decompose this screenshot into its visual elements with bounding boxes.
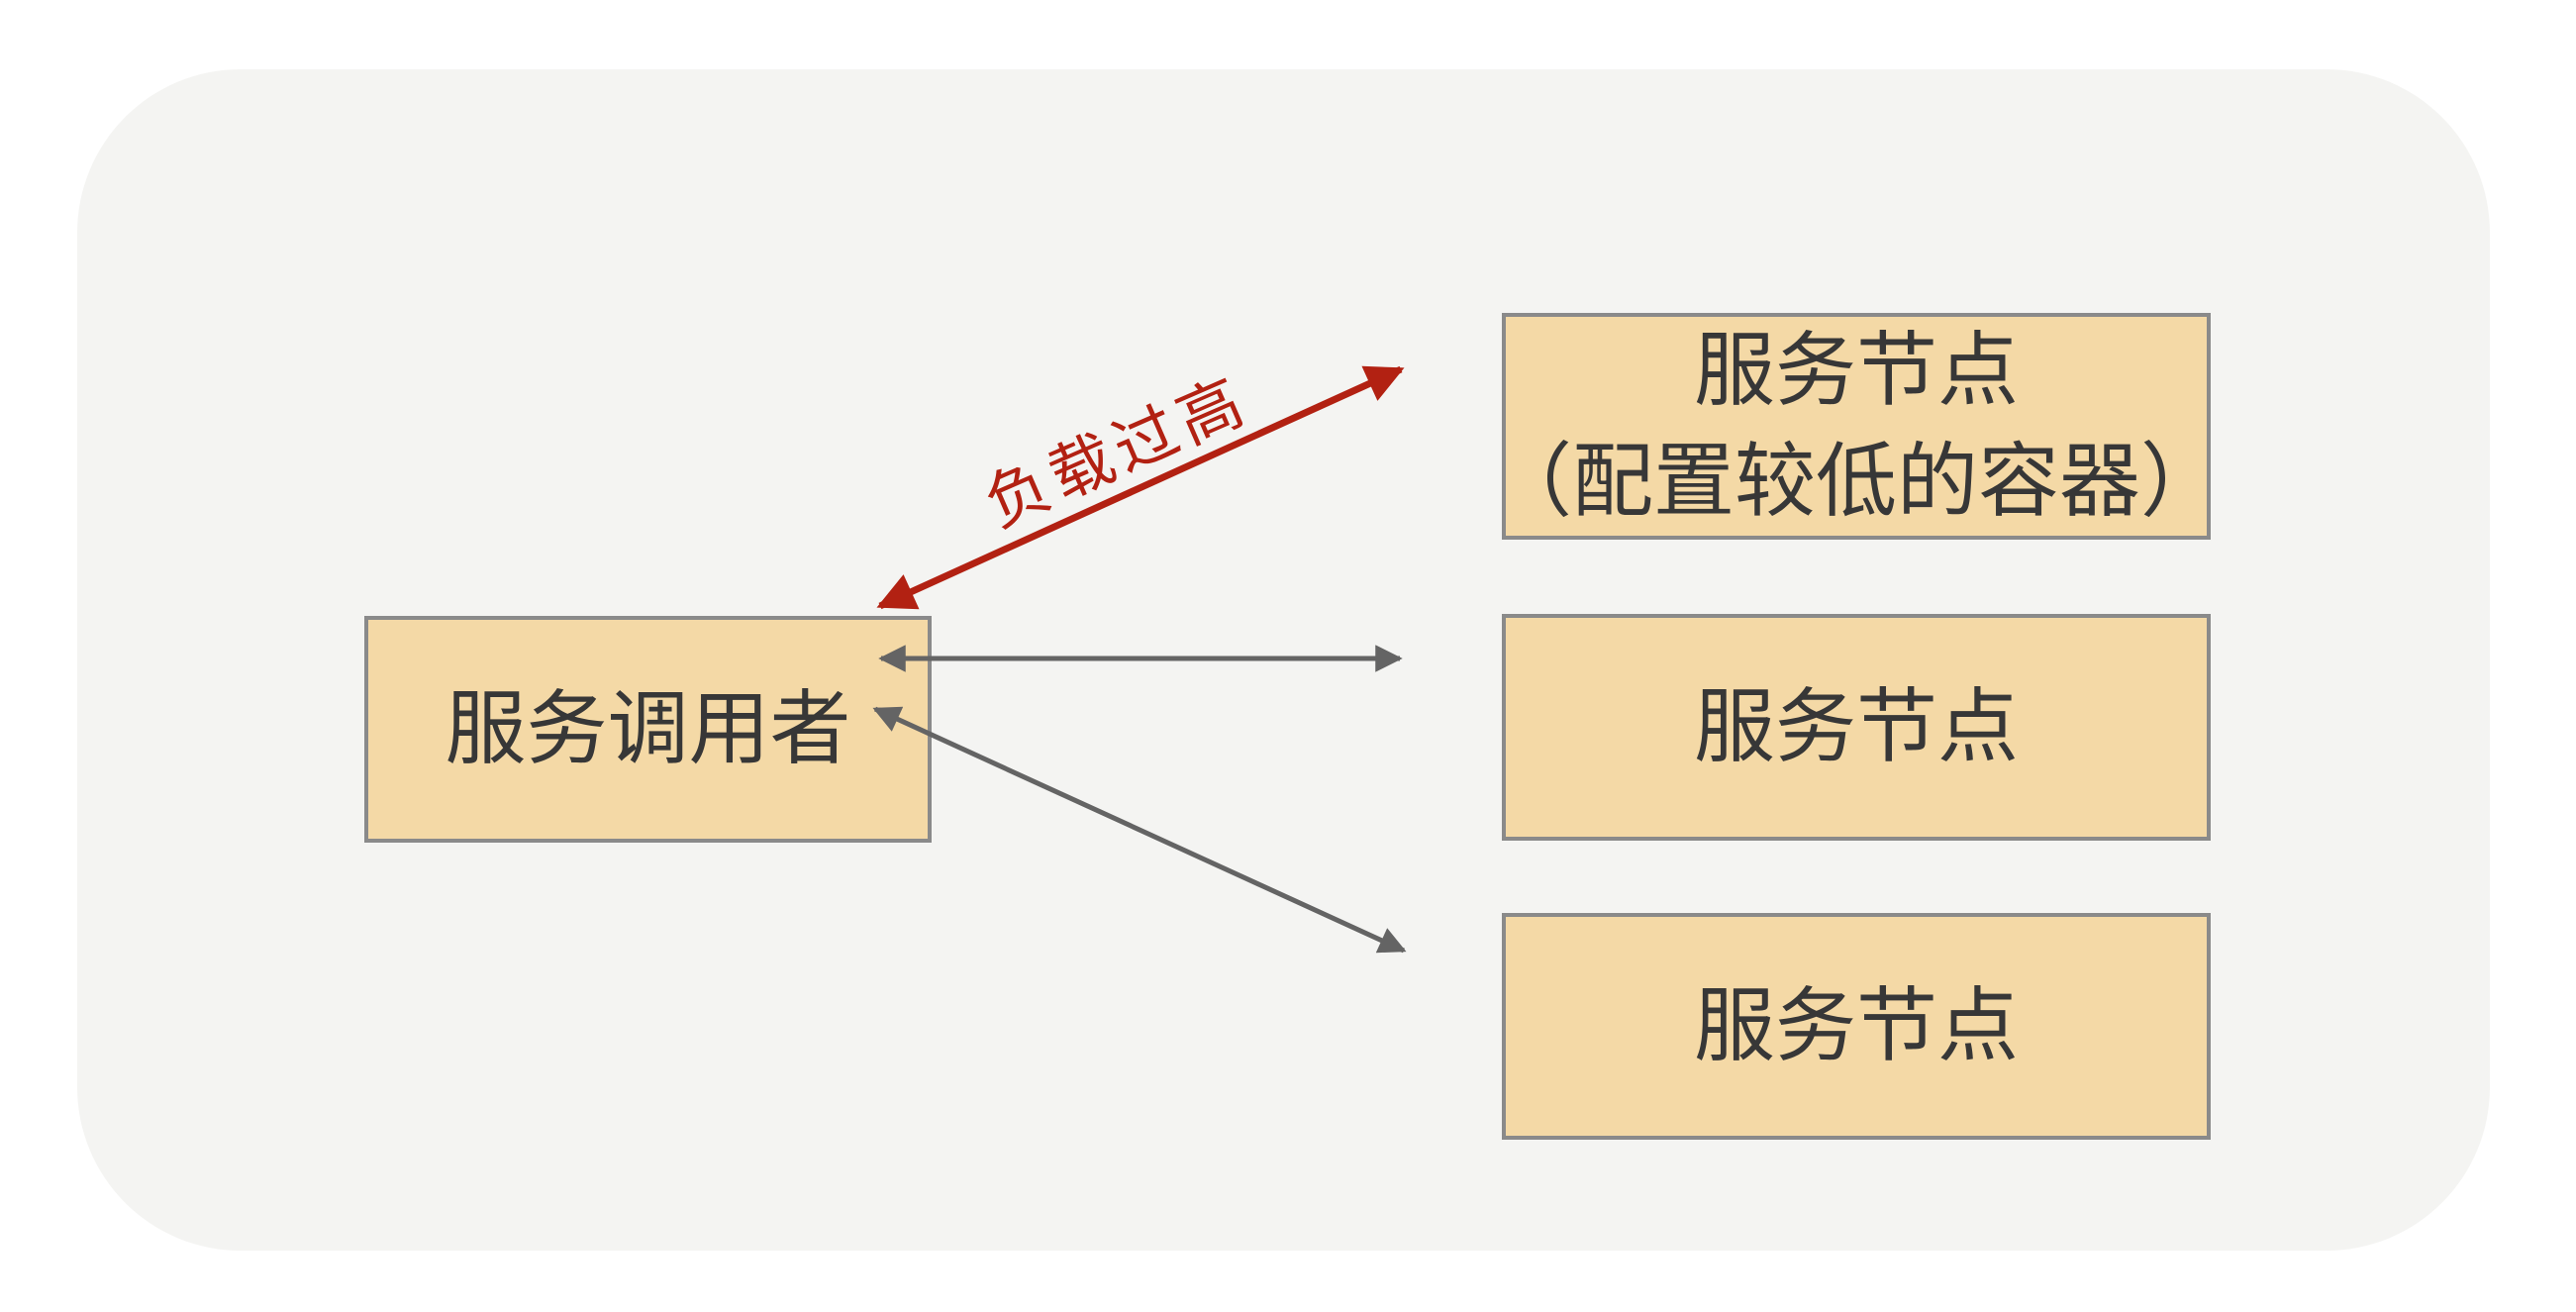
service-node-box-2: 服务节点 <box>1502 614 2211 841</box>
service-node-label: 服务节点 <box>1693 325 2019 416</box>
service-node-label: 服务节点 <box>1693 980 2019 1071</box>
service-node-label: 服务节点 <box>1693 681 2019 772</box>
service-node-sublabel: （配置较低的容器） <box>1491 436 2223 527</box>
service-node-box-3: 服务节点 <box>1502 913 2211 1140</box>
service-node-box-low-config: 服务节点 （配置较低的容器） <box>1491 313 2222 540</box>
diagram-canvas: 服务调用者 服务节点 （配置较低的容器） 服务节点 服务节点 <box>77 69 2490 1251</box>
caller-box: 服务调用者 <box>364 616 932 843</box>
caller-box-label: 服务调用者 <box>445 683 851 774</box>
